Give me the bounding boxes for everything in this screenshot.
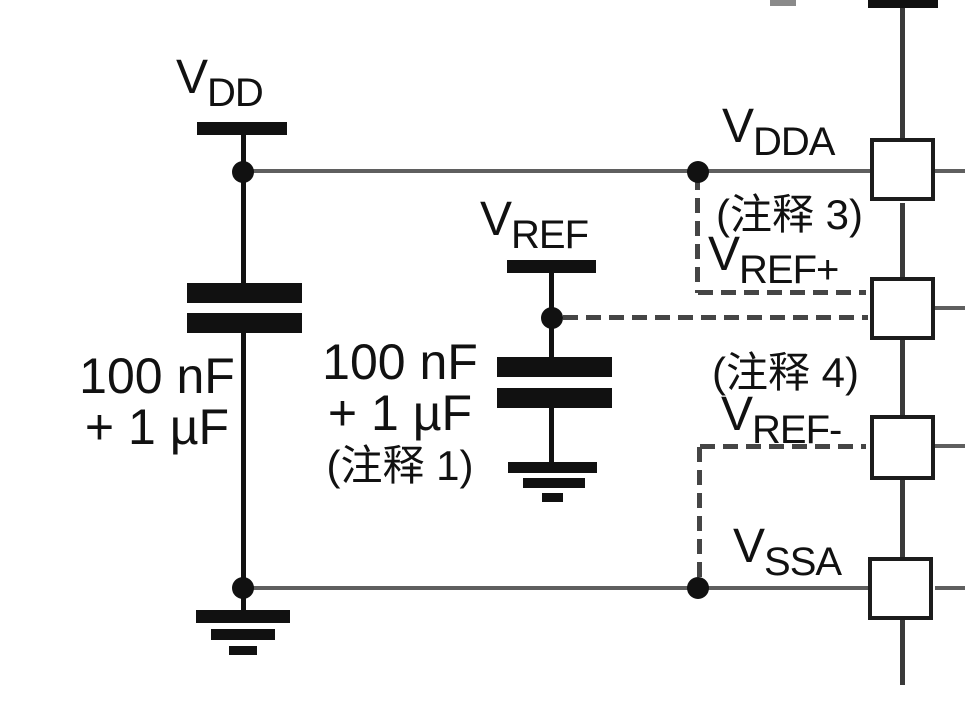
- vssa-junction-dot: [687, 577, 709, 599]
- chip-edge-wire-3: [900, 480, 905, 557]
- vref-label-main: V: [480, 193, 512, 246]
- vdd-net-label: VDD: [176, 51, 264, 114]
- vrefm-label-main: V: [721, 388, 753, 441]
- chip-edge-wire-1: [900, 203, 905, 277]
- vrefm-dash-h-wire: [700, 444, 866, 449]
- ground-bar: [229, 646, 257, 655]
- vdd-label-main: V: [176, 51, 208, 104]
- vrefp-pin-label: VREF+: [708, 228, 839, 291]
- vrefp-label-main: V: [708, 228, 740, 281]
- vssa-label-sub: SSA: [764, 540, 842, 584]
- vref-supply-rail-icon: [507, 260, 596, 273]
- vdda-label-sub: DDA: [753, 120, 835, 164]
- ground-bar: [211, 629, 275, 640]
- chip-edge-wire-bottom: [900, 620, 905, 685]
- capacitor-plate: [497, 357, 612, 377]
- vdd-lead-upper-wire: [241, 132, 246, 285]
- vref-net-label: VREF: [480, 193, 589, 256]
- vrefm-pin-label: VREF-: [721, 388, 842, 451]
- vdda-to-vrefp-dash-v-wire: [695, 175, 700, 293]
- ground-bar: [196, 610, 290, 623]
- chip-edge-wire-top: [900, 8, 905, 138]
- vref-capacitor-icon: [497, 357, 612, 408]
- cap-value-line1: 100 nF: [322, 334, 478, 390]
- ground-bar: [542, 493, 563, 502]
- vrefm-to-vssa-dash-v-wire: [697, 447, 702, 586]
- vdd-supply-rail-icon: [197, 122, 287, 135]
- cutoff-pin-box-edge: [868, 0, 938, 8]
- vssa-rail-wire: [243, 586, 870, 590]
- vref-capacitor-value-label: 100 nF + 1 µF (注释 1): [310, 337, 490, 493]
- cap-value-line1: 100 nF: [79, 348, 235, 404]
- vrefp-pin-box: [870, 277, 935, 340]
- vdda-pin-stub-wire: [935, 169, 965, 173]
- vssa-pin-stub-wire: [935, 586, 965, 590]
- capacitor-plate: [187, 313, 302, 333]
- vrefp-label-sub: REF+: [739, 248, 839, 292]
- vdda-label-main: V: [722, 100, 754, 153]
- vref-lead-lower-wire: [549, 408, 554, 466]
- vdd-rail-wire: [243, 169, 872, 173]
- vdd-capacitor-value-label: 100 nF + 1 µF: [67, 351, 247, 453]
- vdd-lead-lower-wire: [241, 333, 246, 612]
- vref-junction-dot: [541, 307, 563, 329]
- vssa-label-main: V: [733, 520, 765, 573]
- vdda-pin-label: VDDA: [722, 100, 835, 163]
- vrefm-label-sub: REF-: [752, 408, 842, 452]
- capacitor-plate: [187, 283, 302, 303]
- cap-value-line2: + 1 µF: [84, 399, 230, 455]
- vdd-label-sub: DD: [207, 71, 264, 115]
- note4-label: (注释 4): [712, 349, 860, 396]
- vdda-junction-dot: [687, 161, 709, 183]
- ground-bar: [508, 462, 597, 473]
- cutoff-mark: [770, 0, 796, 6]
- vdd-capacitor-icon: [187, 283, 302, 333]
- vref-label-sub: REF: [511, 213, 589, 257]
- ground-bar: [523, 478, 585, 488]
- vrefm-pin-box: [870, 415, 935, 480]
- cap-value-line2: + 1 µF: [327, 385, 473, 441]
- chip-edge-wire-2: [900, 340, 905, 415]
- vrefp-pin-stub-wire: [935, 306, 965, 310]
- capacitor-plate: [497, 388, 612, 408]
- vdda-pin-box: [870, 138, 935, 201]
- vss-junction-dot: [232, 577, 254, 599]
- vdda-to-vrefp-dash-h-wire: [698, 290, 866, 295]
- note1-label: (注释 1): [326, 442, 474, 489]
- vdd-ground-icon: [196, 610, 290, 656]
- vssa-pin-label: VSSA: [733, 520, 842, 583]
- note3-label: (注释 3): [716, 191, 864, 238]
- vdd-junction-dot: [232, 161, 254, 183]
- vref-ground-icon: [508, 462, 597, 504]
- vrefm-pin-stub-wire: [935, 444, 965, 448]
- vssa-pin-box: [868, 557, 933, 620]
- vref-to-vrefp-dash-wire: [563, 315, 868, 320]
